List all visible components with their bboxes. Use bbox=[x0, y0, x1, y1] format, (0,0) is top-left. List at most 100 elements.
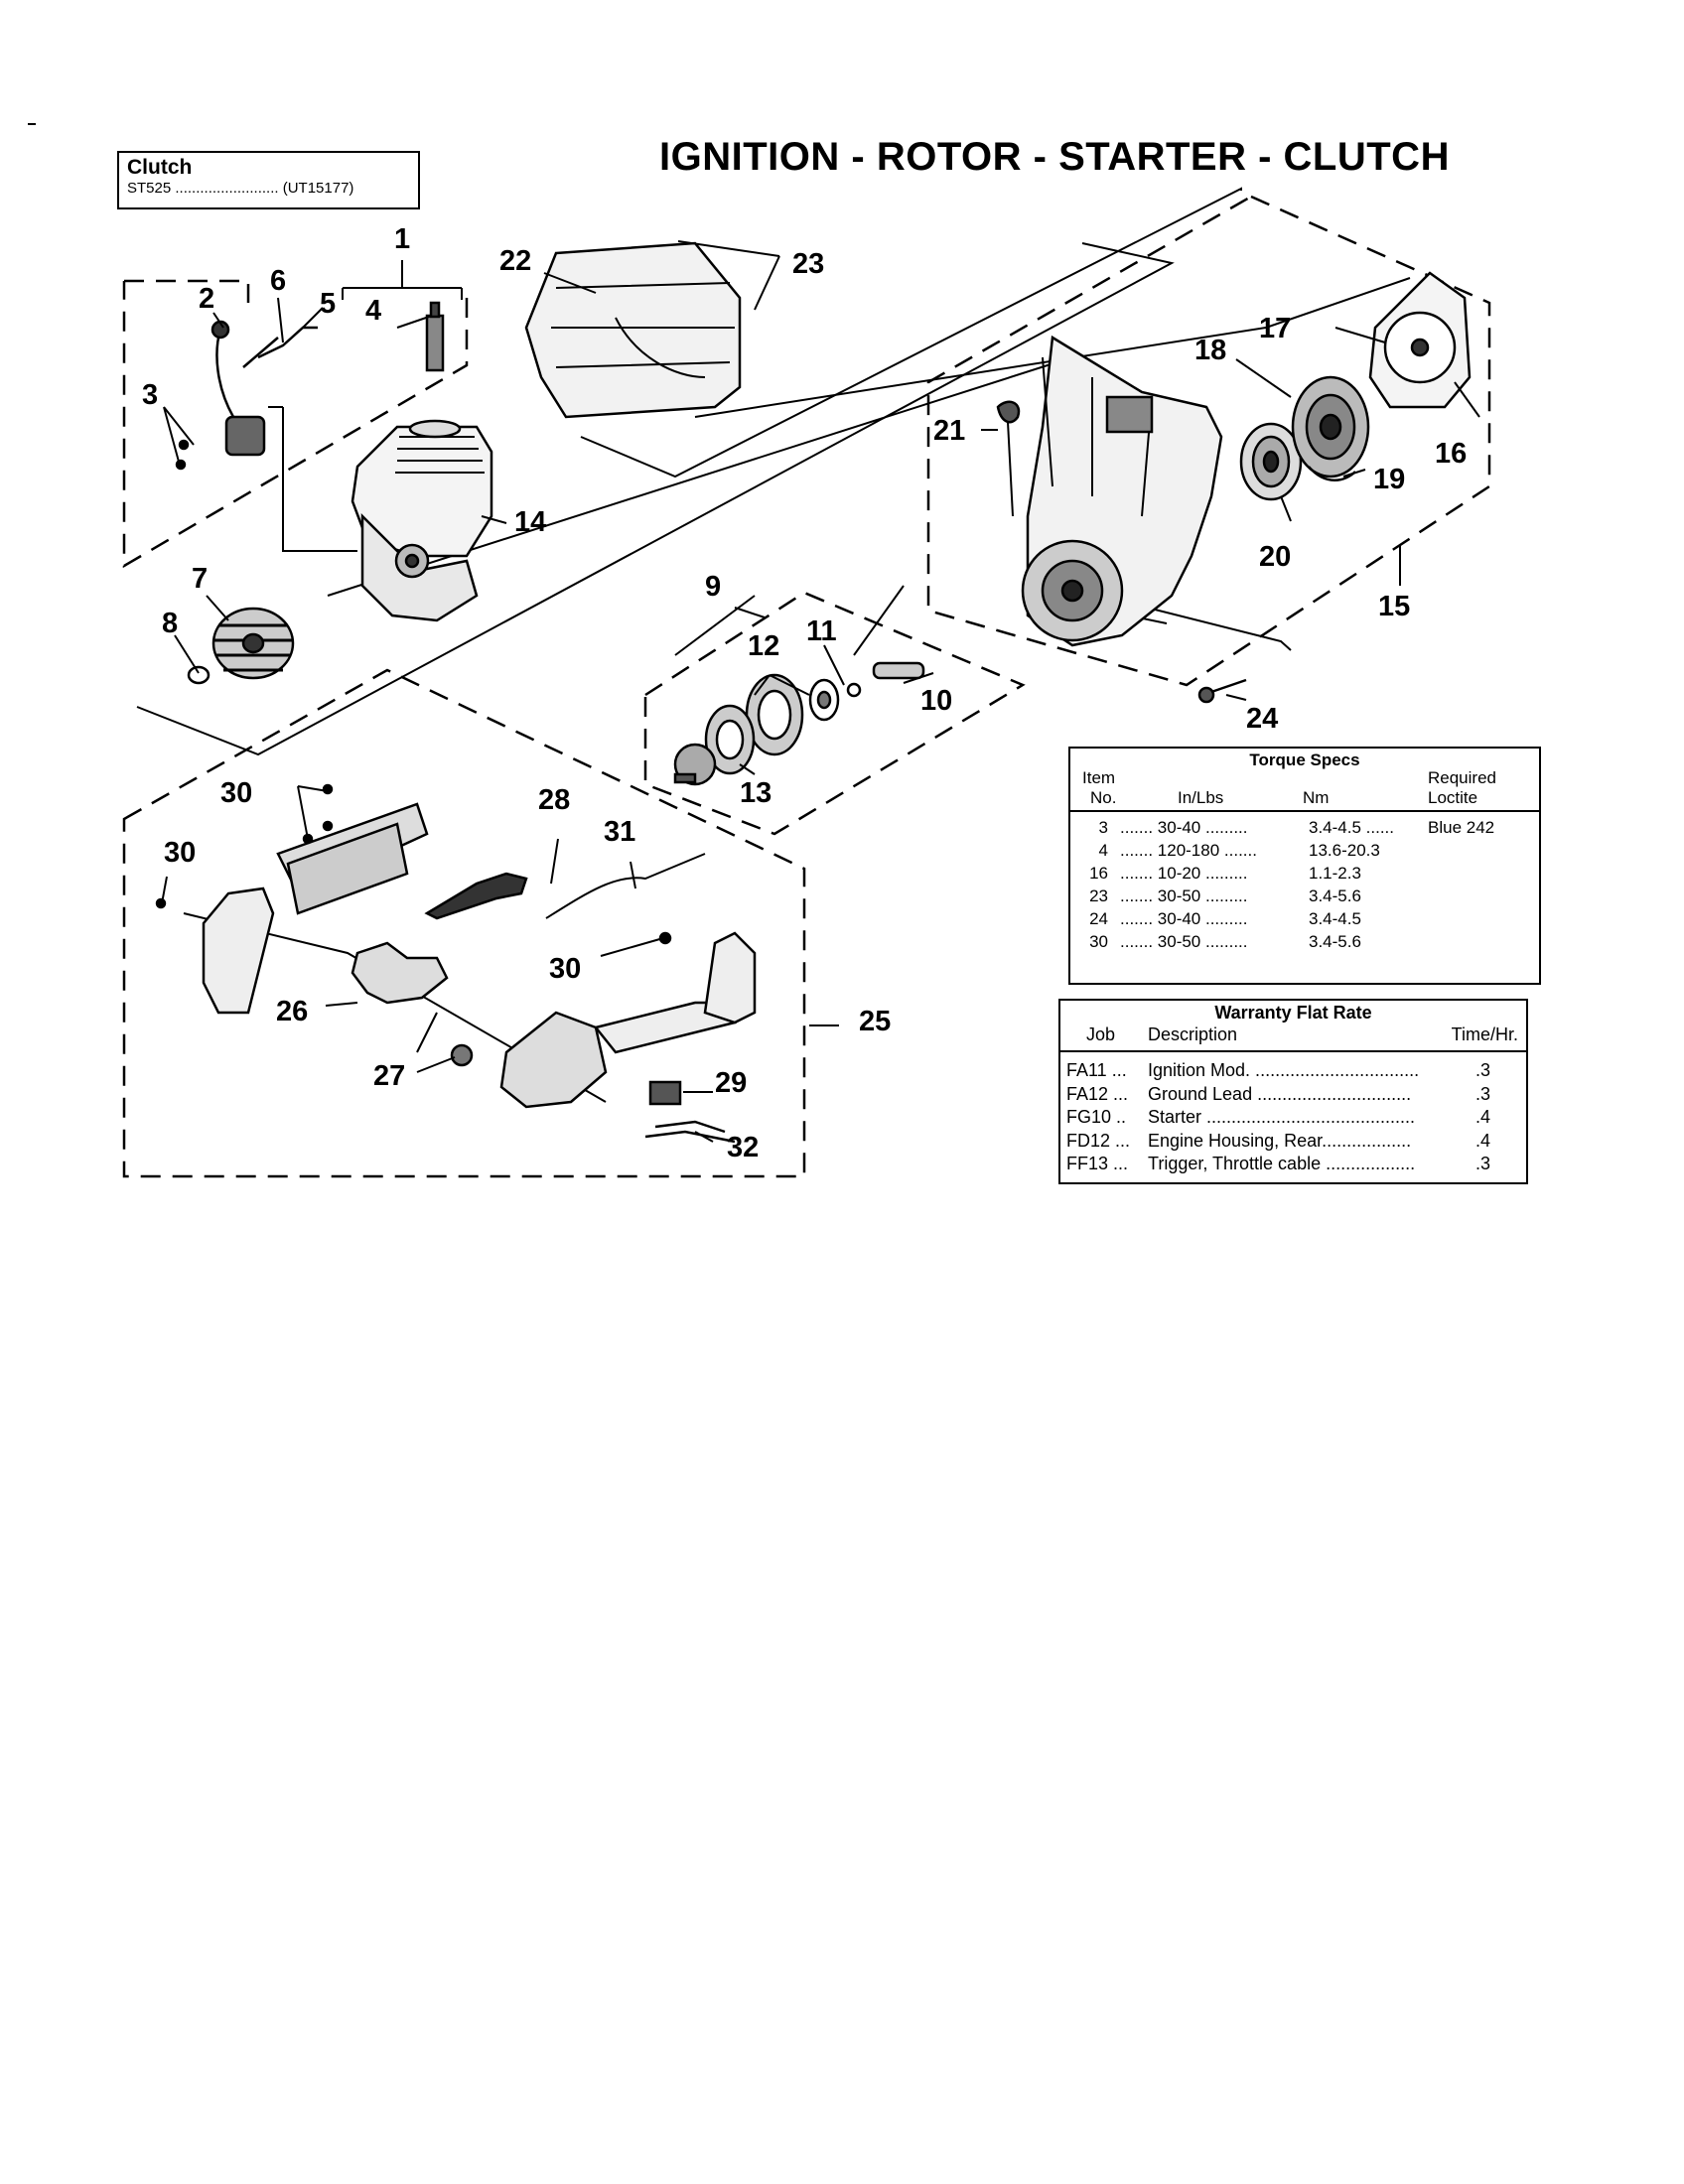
warranty-description: Ground Lead ............................… bbox=[1148, 1083, 1412, 1104]
torque-row: 3 ....... 30-40 ......... 3.4-4.5 ......… bbox=[1070, 818, 1539, 841]
torque-nm: 13.6-20.3 bbox=[1309, 841, 1380, 860]
warranty-row: FD12 ... Engine Housing, Rear...........… bbox=[1060, 1131, 1526, 1155]
trigger-icon bbox=[351, 941, 449, 1005]
torque-row: 30 ....... 30-50 ......... 3.4-5.6 bbox=[1070, 932, 1539, 955]
clutch-group-outline bbox=[643, 591, 1026, 836]
torque-col-nm: Nm bbox=[1303, 788, 1330, 807]
torque-item: 3 bbox=[1098, 818, 1108, 837]
callout-5: 5 bbox=[320, 288, 336, 320]
callout-22: 22 bbox=[499, 245, 531, 277]
torque-inlbs: ....... 10-20 ......... bbox=[1120, 864, 1248, 883]
callout-32: 32 bbox=[727, 1132, 759, 1163]
callout-2: 2 bbox=[199, 283, 214, 315]
starter-rope-icon bbox=[1007, 421, 1014, 517]
callout-20: 20 bbox=[1259, 541, 1291, 573]
callout-6: 6 bbox=[270, 265, 286, 297]
torque-nm: 3.4-4.5 ...... bbox=[1309, 818, 1394, 837]
clutch-shaft-icon bbox=[872, 661, 925, 680]
callout-11: 11 bbox=[806, 615, 837, 647]
clutch-spring-icon bbox=[808, 678, 840, 722]
edge-mark bbox=[28, 123, 36, 125]
callout-30-a: 30 bbox=[220, 777, 252, 809]
torque-col-loctite: Loctite bbox=[1428, 788, 1478, 807]
warranty-time: .4 bbox=[1474, 1107, 1490, 1127]
starter-cover-icon bbox=[1368, 271, 1472, 409]
torque-item: 23 bbox=[1089, 887, 1108, 905]
callout-16: 16 bbox=[1435, 438, 1467, 470]
clutch-kit-heading: Clutch bbox=[127, 156, 193, 179]
washer-icon bbox=[187, 665, 210, 685]
torque-item: 24 bbox=[1089, 909, 1108, 928]
warranty-row: FF13 ... Trigger, Throttle cable .......… bbox=[1060, 1154, 1526, 1177]
callout-18: 18 bbox=[1194, 335, 1226, 366]
warranty-job: FG10 .. bbox=[1066, 1107, 1127, 1127]
callout-4: 4 bbox=[365, 295, 381, 327]
torque-nm: 3.4-5.6 bbox=[1309, 932, 1361, 951]
clutch-washer-icon bbox=[846, 682, 862, 698]
torque-inlbs: ....... 30-50 ......... bbox=[1120, 887, 1248, 905]
torque-item: 16 bbox=[1089, 864, 1108, 883]
torque-col-item: Item bbox=[1082, 768, 1116, 787]
callout-10: 10 bbox=[920, 685, 952, 717]
callout-28: 28 bbox=[538, 784, 570, 816]
callout-13: 13 bbox=[740, 777, 772, 809]
callout-7: 7 bbox=[192, 563, 208, 595]
clutch-shoe-icon bbox=[704, 673, 804, 775]
starter-handle-icon bbox=[996, 400, 1021, 424]
torque-nm: 3.4-4.5 bbox=[1309, 909, 1361, 928]
callout-9: 9 bbox=[705, 571, 721, 603]
starter-group-outline bbox=[926, 195, 1491, 687]
warranty-job: FD12 ... bbox=[1066, 1130, 1131, 1151]
switch-icon bbox=[644, 1080, 736, 1144]
callout-27: 27 bbox=[373, 1060, 405, 1092]
ignition-group-outline bbox=[122, 279, 469, 569]
screw-icon bbox=[1197, 678, 1247, 704]
spark-plug-icon bbox=[425, 301, 445, 372]
torque-row: 24 ....... 30-40 ......... 3.4-4.5 bbox=[1070, 909, 1539, 932]
dashed-group-outlines bbox=[122, 195, 1491, 1178]
torque-nm: 3.4-5.6 bbox=[1309, 887, 1361, 905]
warranty-description: Ignition Mod. ..........................… bbox=[1148, 1060, 1420, 1080]
callout-8: 8 bbox=[162, 608, 178, 639]
torque-col-inlbs: In/Lbs bbox=[1178, 788, 1224, 807]
front-housing-icon bbox=[499, 931, 757, 1109]
rewind-spring-icon bbox=[1239, 422, 1303, 501]
warranty-description: Starter ................................… bbox=[1148, 1107, 1416, 1127]
throttle-cable-icon bbox=[545, 853, 706, 919]
flywheel-icon bbox=[211, 607, 295, 680]
clutch-kit-box: Clutch ST525 ......................... (… bbox=[117, 151, 420, 209]
torque-specs-title: Torque Specs bbox=[1249, 751, 1360, 769]
torque-col-required: Required bbox=[1428, 768, 1496, 787]
torque-col-no: No. bbox=[1090, 788, 1117, 807]
warranty-flat-rate-table: Warranty Flat Rate Job Description Time/… bbox=[1058, 999, 1528, 1184]
callout-31: 31 bbox=[604, 816, 635, 848]
warranty-time: .3 bbox=[1474, 1154, 1490, 1173]
torque-inlbs: ....... 30-40 ......... bbox=[1120, 818, 1248, 837]
warranty-col-description: Description bbox=[1148, 1024, 1238, 1044]
warranty-job: FA12 ... bbox=[1066, 1083, 1129, 1104]
callout-3: 3 bbox=[142, 379, 158, 411]
cover-axis-line bbox=[580, 187, 1242, 478]
callout-21: 21 bbox=[933, 415, 965, 447]
callout-26: 26 bbox=[276, 996, 308, 1027]
callout-25: 25 bbox=[859, 1006, 891, 1037]
callout-1: 1 bbox=[394, 223, 410, 255]
torque-inlbs: ....... 30-40 ......... bbox=[1120, 909, 1248, 928]
engine-cylinder-icon bbox=[351, 419, 493, 622]
warranty-col-job: Job bbox=[1086, 1024, 1116, 1044]
warranty-job: FF13 ... bbox=[1066, 1154, 1129, 1173]
throttle-spring-icon bbox=[450, 1043, 474, 1067]
torque-loctite: Blue 242 bbox=[1428, 818, 1495, 837]
rotor-axis-line bbox=[136, 242, 1175, 756]
torque-inlbs: ....... 30-50 ......... bbox=[1120, 932, 1248, 951]
warranty-time: .4 bbox=[1474, 1130, 1490, 1151]
torque-row: 4 ....... 120-180 ....... 13.6-20.3 bbox=[1070, 841, 1539, 864]
warranty-title: Warranty Flat Rate bbox=[1214, 1003, 1372, 1023]
starter-housing-icon bbox=[1021, 335, 1223, 647]
exploded-parts-diagram: 1 2 3 4 5 6 7 8 9 10 11 12 13 14 15 16 1… bbox=[122, 187, 1491, 1178]
callout-14: 14 bbox=[514, 506, 546, 538]
page-title: IGNITION - ROTOR - STARTER - CLUTCH bbox=[659, 135, 1450, 179]
callout-29: 29 bbox=[715, 1067, 747, 1099]
clutch-kit-part-number: ST525 ......................... (UT15177… bbox=[127, 180, 354, 197]
callout-30-b: 30 bbox=[164, 837, 196, 869]
